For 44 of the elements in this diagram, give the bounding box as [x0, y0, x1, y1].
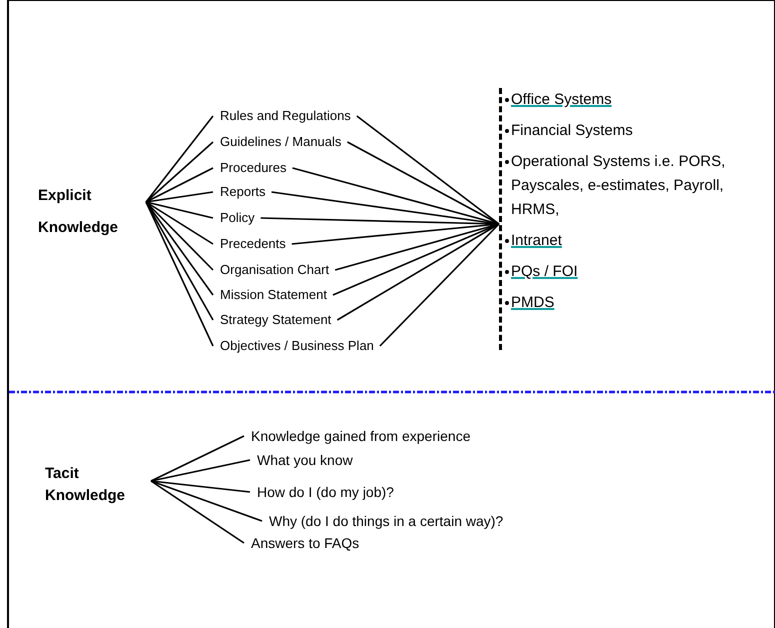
item-label: What you know [257, 452, 353, 468]
item-label: Rules and Regulations [220, 108, 351, 123]
bullet-item: Intranet [511, 231, 563, 251]
connector-line [145, 202, 214, 346]
item-label: Answers to FAQs [251, 535, 360, 551]
connector-line [347, 141, 500, 225]
item-label: Objectives / Business Plan [220, 338, 374, 353]
item-label: Guidelines / Manuals [220, 134, 342, 149]
bullet-item: Operational Systems i.e. PORS, Payscales, e-estimates, Payroll, HRMS, [511, 152, 726, 220]
connector-line [145, 202, 214, 320]
heading-label: Explicit Knowledge [38, 186, 120, 238]
connector-line [146, 201, 214, 245]
connector-line [334, 223, 500, 271]
connector-line [146, 201, 214, 219]
item-label: Mission Statement [220, 287, 327, 302]
bullet-item: PQs / FOI [511, 262, 579, 282]
connector-line [146, 191, 214, 203]
connector-line [146, 167, 214, 203]
item-label: Precedents [220, 236, 286, 251]
connector-line [150, 480, 262, 522]
connector-line [150, 435, 244, 482]
bullet-item: Financial Systems [511, 121, 634, 141]
item-label: Policy [220, 210, 255, 225]
connector-line [150, 480, 244, 544]
connector-line [356, 115, 500, 225]
item-label: Reports [220, 184, 266, 199]
item-label: Knowledge gained from experience [251, 428, 470, 444]
item-label: How do I (do my job)? [257, 484, 394, 500]
item-label: Procedures [220, 160, 286, 175]
connector-line [379, 223, 500, 347]
connector-line [145, 116, 214, 202]
heading-label: Tacit Knowledge [45, 464, 126, 506]
connector-line [145, 202, 214, 296]
connector-line [292, 167, 500, 225]
connector-line [336, 223, 500, 321]
connector-line [332, 223, 500, 296]
item-label: Why (do I do things in a certain way)? [269, 513, 504, 529]
item-label: Strategy Statement [220, 312, 332, 327]
bullet-item: Office Systems [511, 90, 613, 110]
item-label: Organisation Chart [220, 262, 330, 277]
connector-line [150, 480, 250, 493]
connector-line [150, 459, 250, 482]
connector-line [145, 141, 214, 203]
bullet-item: PMDS [511, 293, 556, 313]
